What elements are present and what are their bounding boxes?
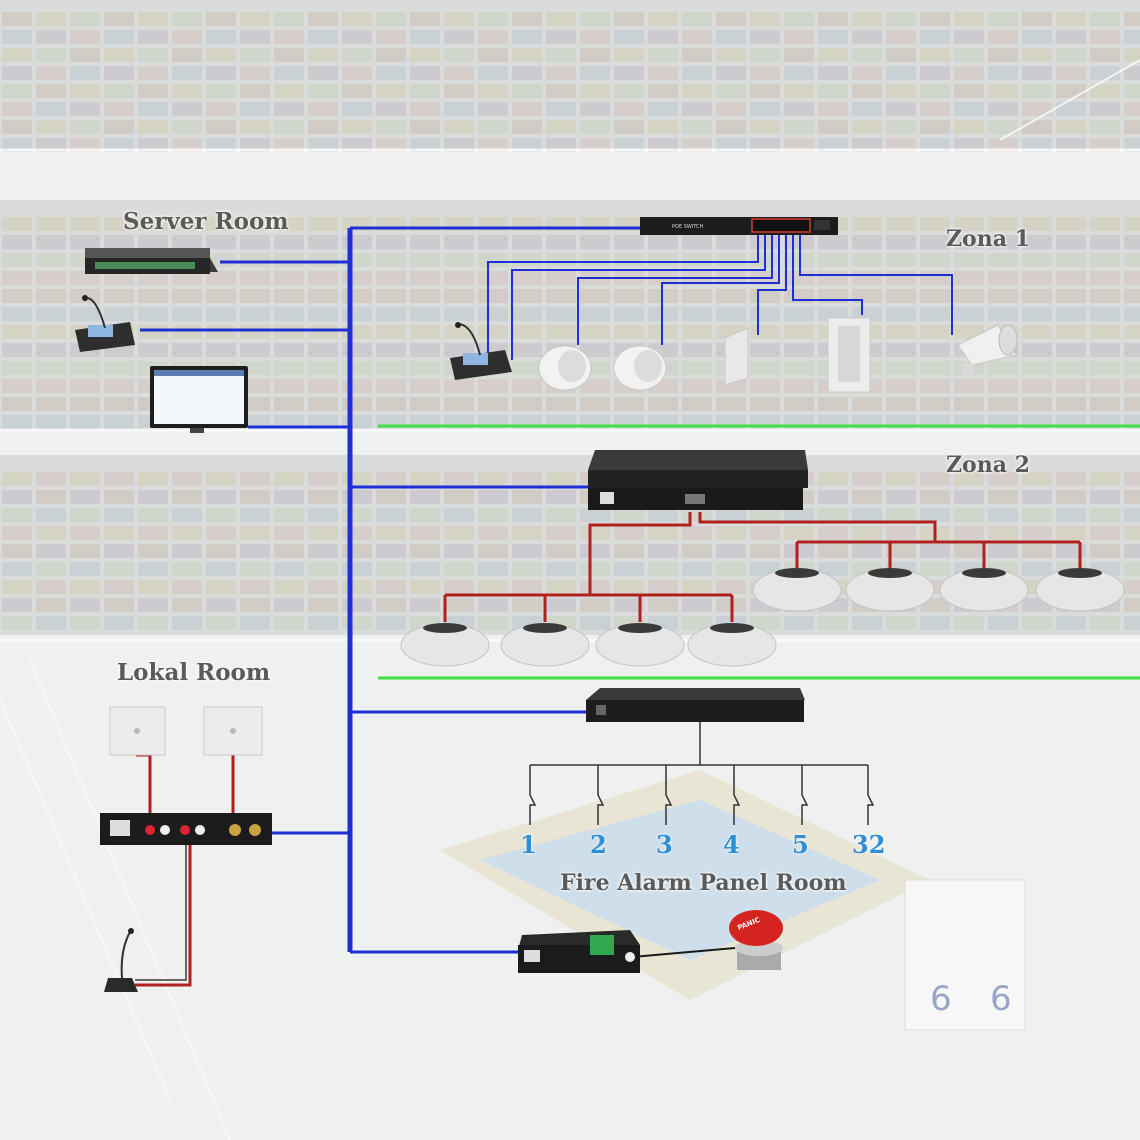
panic-button-wire	[631, 947, 736, 958]
zona2-label: Zona 2	[946, 452, 1030, 478]
audio-interface-icon[interactable]	[100, 813, 272, 845]
ceiling-speaker-icon[interactable]	[939, 568, 1029, 612]
zone-contact-switch	[801, 765, 809, 825]
network-server-icon[interactable]	[85, 248, 218, 274]
fire-alarm-room-label: Fire Alarm Panel Room	[560, 870, 847, 896]
ceiling-speaker-icon[interactable]	[687, 623, 777, 667]
pc-monitor-icon[interactable]	[150, 366, 248, 433]
wall-speaker-icon[interactable]	[724, 327, 749, 386]
fire-alarm-zone-wiring	[529, 722, 875, 825]
server-room-label: Server Room	[123, 208, 289, 235]
zone-number: 1	[520, 830, 537, 859]
zone-contact-switch	[665, 765, 673, 825]
audio-interface-icon[interactable]	[518, 930, 640, 973]
ceiling-speaker-icon[interactable]	[400, 623, 490, 667]
poe-switch-icon[interactable]	[640, 217, 838, 235]
column-speaker-icon[interactable]	[827, 317, 871, 393]
ceiling-speaker-icon[interactable]	[1035, 568, 1125, 612]
wall-speaker-icon[interactable]	[203, 706, 263, 756]
amplifier-icon[interactable]	[586, 688, 805, 722]
bookshelves	[2, 12, 1140, 630]
ceiling-speaker-icon[interactable]	[752, 568, 842, 612]
zone-number: 4	[723, 830, 740, 859]
ceiling-speaker-icon[interactable]	[845, 568, 935, 612]
zone-number: 3	[656, 830, 673, 859]
zone-number: 5	[792, 830, 809, 859]
ceiling-speaker-icon[interactable]	[500, 623, 590, 667]
lokal-room-label: Lokal Room	[117, 659, 271, 686]
zone-contact-switch	[867, 765, 875, 825]
paging-microphone-icon[interactable]	[450, 322, 512, 380]
svg-text:6: 6	[930, 979, 952, 1019]
zone-contact-switch	[529, 765, 537, 825]
zone-number: 2	[590, 830, 607, 859]
poe-switch-label: POE SWITCH	[672, 224, 704, 230]
amplifier-icon[interactable]	[588, 450, 808, 510]
ceiling-speaker-icon[interactable]	[613, 345, 667, 391]
ceiling-speaker-icon[interactable]	[595, 623, 685, 667]
network-backbone	[140, 226, 953, 954]
zone-contact-switch	[597, 765, 605, 825]
svg-text:6: 6	[990, 979, 1012, 1019]
paging-microphone-icon[interactable]	[75, 295, 135, 352]
zona1-label: Zona 1	[946, 226, 1030, 252]
zone-number: 32	[852, 830, 886, 859]
paging-microphone-icon[interactable]	[104, 928, 138, 992]
speaker-wiring-zona2	[443, 512, 1082, 622]
zone-contact-switch	[733, 765, 741, 825]
number-pillar: 6 6	[904, 879, 1026, 1031]
wall-speaker-icon[interactable]	[109, 706, 166, 756]
ceiling-speaker-icon[interactable]	[538, 345, 592, 391]
panic-button-icon[interactable]	[729, 910, 783, 970]
horn-speaker-icon[interactable]	[957, 324, 1018, 379]
